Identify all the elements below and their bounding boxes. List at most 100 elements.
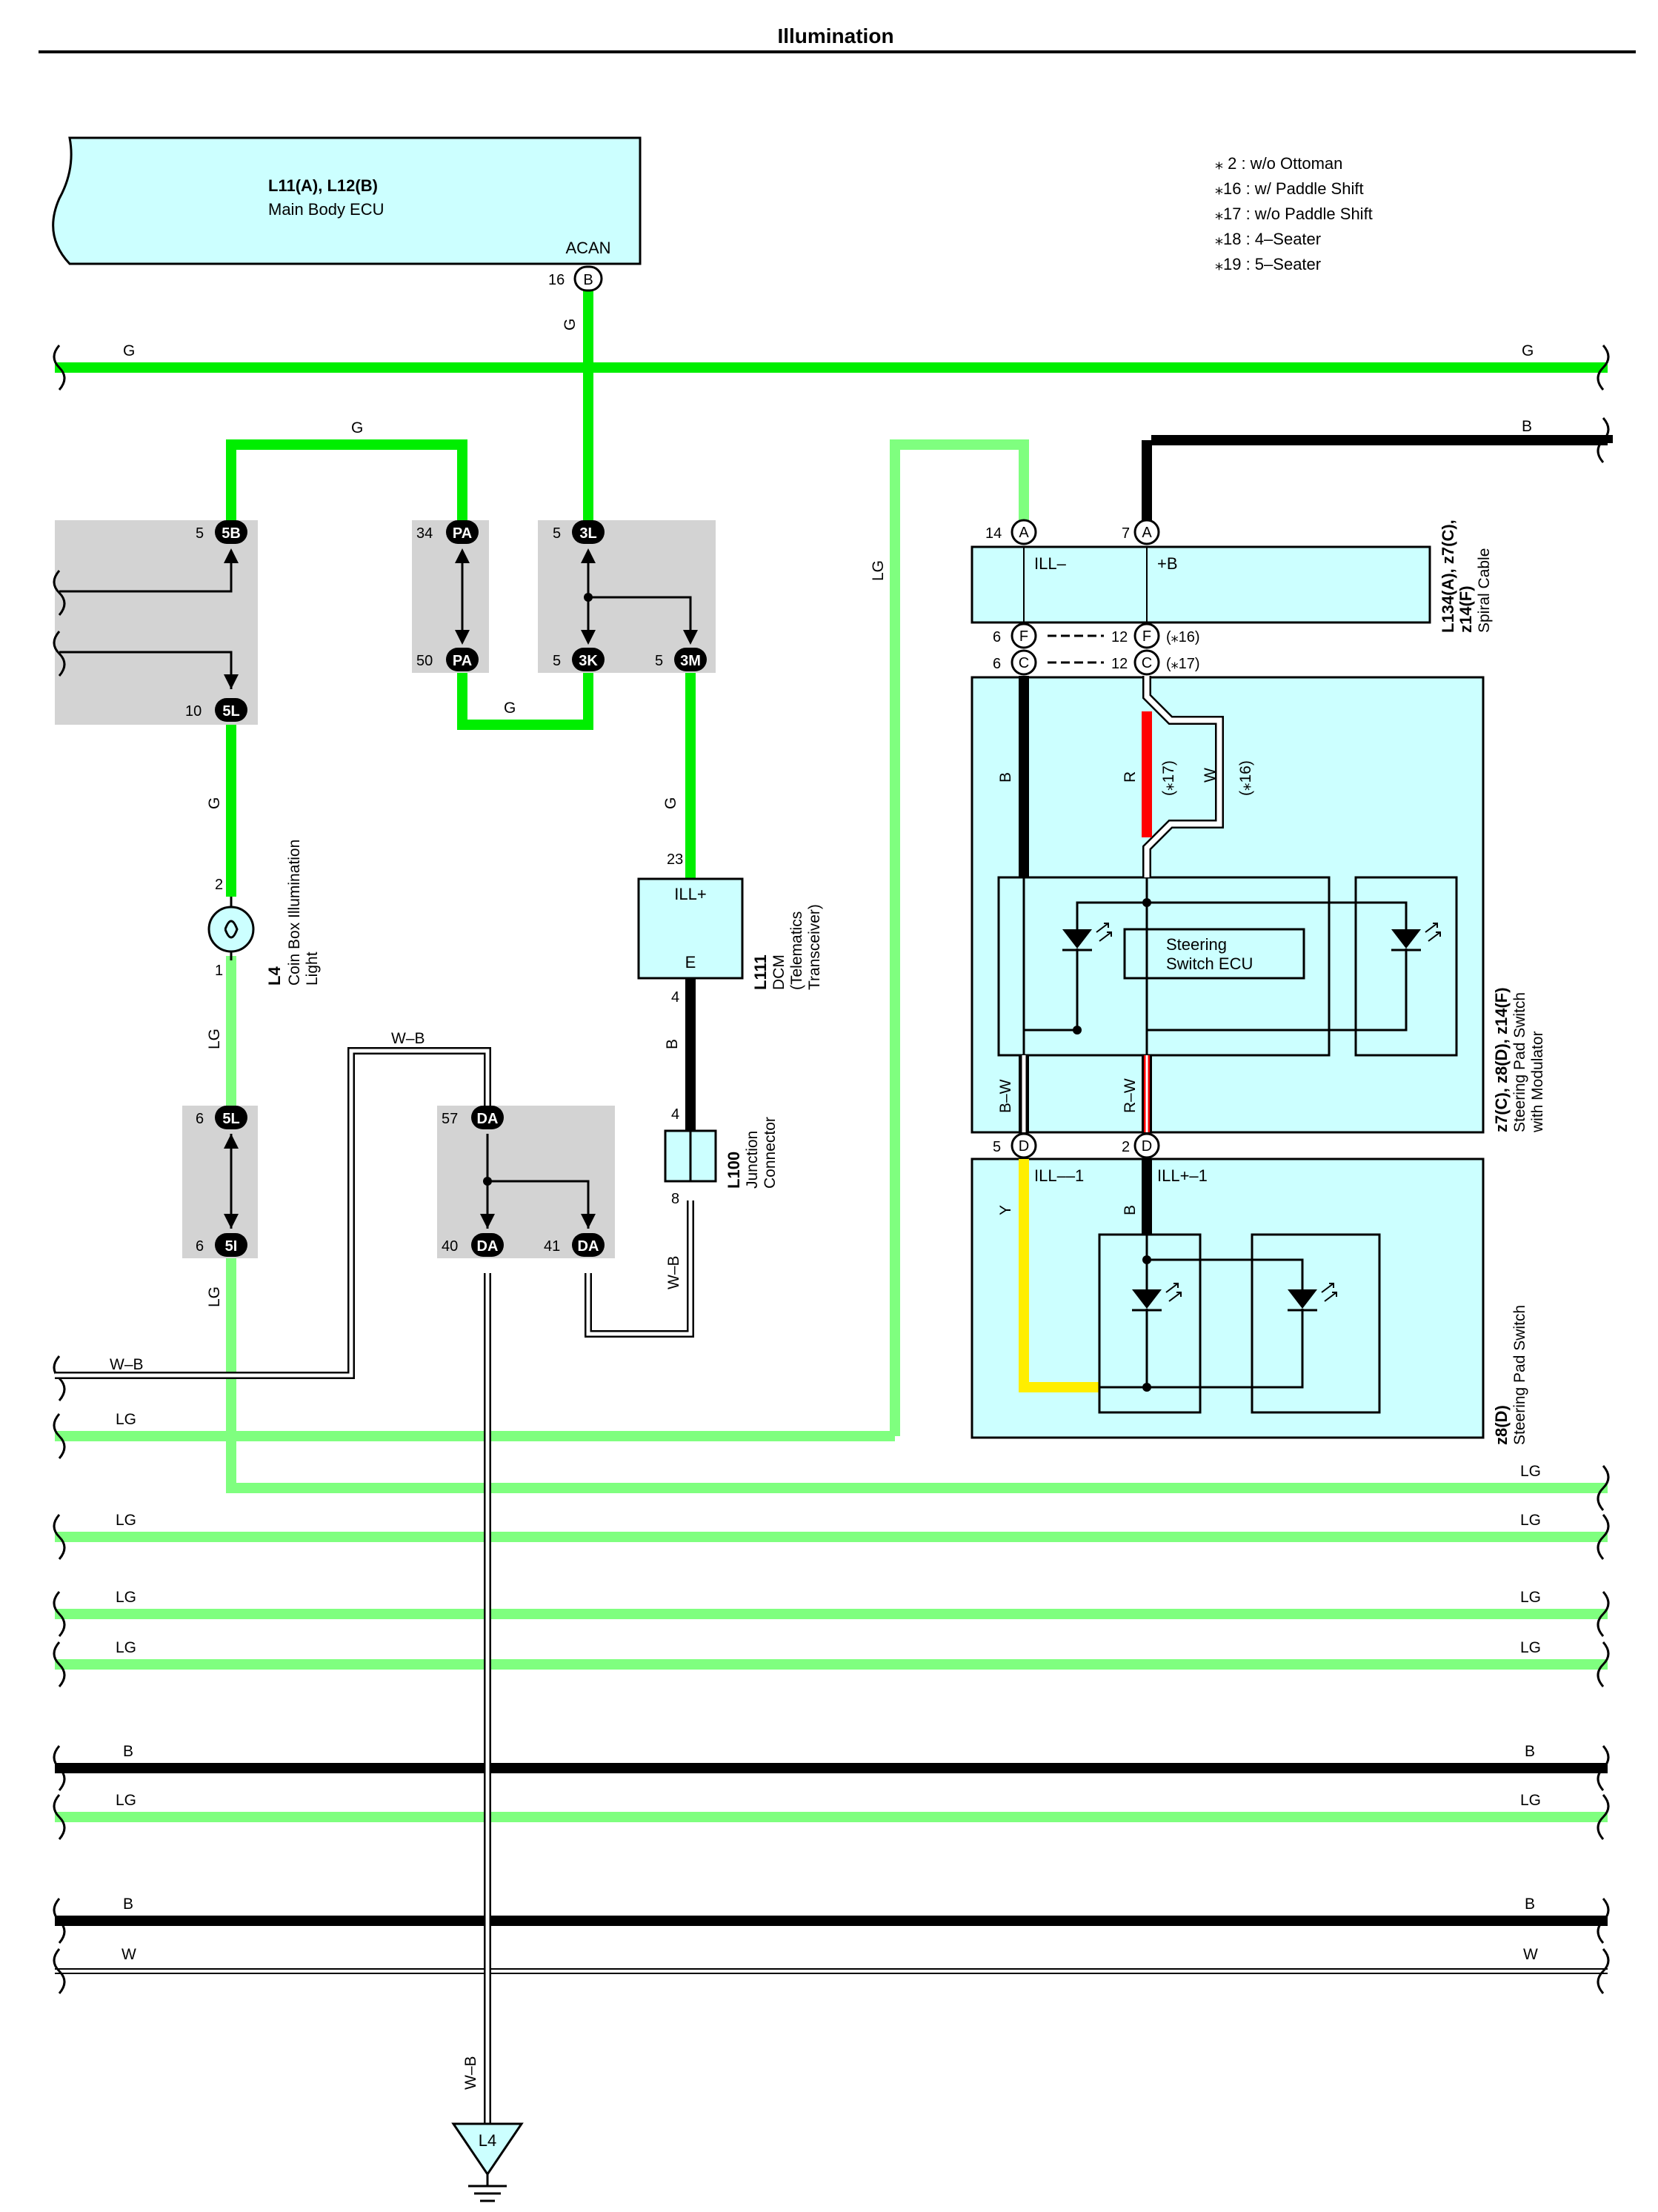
svg-text:ILL––1: ILL––1	[1034, 1166, 1084, 1185]
svg-text:3M: 3M	[680, 653, 701, 669]
svg-text:(⁎17): (⁎17)	[1166, 656, 1200, 672]
svg-text:7: 7	[1122, 525, 1130, 542]
svg-text:W–B: W–B	[110, 1356, 144, 1373]
svg-text:LG: LG	[116, 1512, 136, 1529]
svg-text:Light: Light	[304, 951, 321, 986]
svg-text:G: G	[504, 700, 516, 717]
spiral-cable: ILL– +B L134(A), z7(C), z14(F) Spiral Ca…	[971, 519, 1493, 672]
svg-text:LG: LG	[116, 1639, 136, 1656]
steering-pad-modulator: Steering Switch ECU B R (⁎17) W (⁎16) B–…	[971, 676, 1546, 1155]
svg-text:with Modulator: with Modulator	[1529, 1031, 1546, 1133]
note-19: ⁎19 : 5–Seater	[1215, 255, 1321, 273]
wb-circuit: W–B W–B W–B W–B	[55, 1030, 694, 2134]
svg-text:F: F	[1019, 628, 1028, 645]
lg-circuit-spiral: LG	[870, 439, 1029, 1436]
svg-text:6: 6	[993, 629, 1001, 645]
svg-text:57: 57	[442, 1111, 458, 1127]
svg-text:B: B	[1525, 1743, 1535, 1760]
svg-text:z7(C), z8(D), z14(F): z7(C), z8(D), z14(F)	[1492, 987, 1511, 1132]
svg-text:(Telematics: (Telematics	[788, 911, 805, 990]
svg-text:(⁎16): (⁎16)	[1166, 629, 1200, 645]
svg-text:Steering Pad Switch: Steering Pad Switch	[1511, 992, 1528, 1132]
main-ecu-code: L11(A), L12(B)	[268, 176, 378, 195]
svg-text:5: 5	[993, 1139, 1001, 1155]
svg-text:DCM: DCM	[770, 954, 788, 990]
svg-text:A: A	[1142, 525, 1152, 541]
svg-text:5L: 5L	[222, 703, 239, 720]
badge-c-12: C	[1133, 649, 1160, 676]
svg-text:B: B	[123, 1743, 133, 1760]
svg-text:W–B: W–B	[462, 2056, 479, 2090]
svg-text:z8(D): z8(D)	[1492, 1405, 1511, 1445]
svg-text:Coin Box Illumination: Coin Box Illumination	[286, 840, 303, 986]
svg-text:3L: 3L	[579, 525, 596, 542]
badge-d-5: D	[1011, 1132, 1037, 1159]
main-ecu-name: Main Body ECU	[268, 200, 384, 219]
svg-text:ILL–: ILL–	[1034, 554, 1067, 573]
svg-text:L134(A), z7(C),: L134(A), z7(C),	[1439, 519, 1457, 633]
svg-text:LG: LG	[116, 1589, 136, 1606]
svg-text:B–W: B–W	[997, 1079, 1014, 1113]
svg-text:B: B	[583, 272, 593, 288]
svg-text:C: C	[1019, 655, 1029, 671]
svg-text:G: G	[123, 342, 135, 359]
main-ecu-terminal: ACAN	[565, 239, 610, 257]
badge-5l-bottom: 5L6	[196, 1106, 247, 1129]
svg-text:8: 8	[671, 1191, 679, 1207]
svg-text:14: 14	[985, 525, 1002, 542]
svg-text:W: W	[1202, 768, 1219, 783]
main-body-ecu: L11(A), L12(B) Main Body ECU ACAN	[52, 136, 642, 265]
svg-text:(⁎17): (⁎17)	[1160, 760, 1177, 796]
badge-3l: 3L5	[553, 520, 605, 544]
badge-d-2: D	[1133, 1132, 1160, 1159]
junction-block-left	[55, 520, 258, 725]
svg-text:B: B	[123, 1896, 133, 1913]
badge-c-6: C	[1011, 649, 1037, 676]
note-18: ⁎18 : 4–Seater	[1215, 230, 1321, 248]
svg-text:G: G	[662, 797, 679, 809]
svg-text:5L: 5L	[222, 1111, 239, 1127]
svg-text:Switch ECU: Switch ECU	[1166, 954, 1253, 973]
svg-text:ILL+–1: ILL+–1	[1157, 1166, 1208, 1185]
bus-wires: G G B LG LG LG LG LG LG LG LG B B LG LG …	[55, 342, 1613, 1974]
notes-legend: ⁎ 2 : w/o Ottoman ⁎16 : w/ Paddle Shift …	[1215, 154, 1373, 273]
badge-3k: 3K5	[553, 648, 605, 671]
junction-connector: 8 L100 Junction Connector	[664, 1117, 779, 1207]
svg-text:LG: LG	[116, 1411, 136, 1428]
junction-block-pa	[412, 520, 489, 673]
svg-text:G: G	[1522, 342, 1534, 359]
ground-l4: L4	[451, 2122, 524, 2202]
dcm-telematics: ILL+ E L111 DCM (Telematics Transceiver)…	[637, 851, 823, 1131]
svg-text:ILL+: ILL+	[674, 885, 706, 903]
svg-text:W: W	[121, 1946, 136, 1963]
svg-text:+B: +B	[1157, 554, 1178, 573]
badge-5b: 5B5	[196, 520, 247, 544]
svg-text:LG: LG	[1520, 1589, 1541, 1606]
badge-5i: 5I6	[196, 1233, 247, 1257]
svg-text:50: 50	[416, 653, 433, 669]
svg-text:Spiral Cable: Spiral Cable	[1476, 548, 1493, 633]
svg-text:2: 2	[1122, 1139, 1130, 1155]
svg-text:6: 6	[196, 1238, 204, 1255]
svg-text:R: R	[1122, 771, 1139, 783]
svg-text:B: B	[1122, 1205, 1139, 1215]
svg-text:E: E	[685, 953, 696, 972]
svg-text:LG: LG	[1520, 1639, 1541, 1656]
badge-3m: 3M 5	[655, 648, 707, 671]
svg-text:23: 23	[667, 851, 683, 868]
svg-text:G: G	[351, 419, 363, 436]
svg-text:34: 34	[416, 525, 433, 542]
svg-text:5: 5	[196, 525, 204, 542]
svg-text:41: 41	[544, 1238, 560, 1255]
note-17: ⁎17 : w/o Paddle Shift	[1215, 205, 1373, 223]
svg-text:5: 5	[553, 653, 561, 669]
svg-text:5: 5	[655, 653, 663, 669]
lg-circuit-coin: LG LG	[206, 956, 237, 1493]
svg-text:A: A	[1019, 525, 1029, 541]
svg-text:L4: L4	[479, 2131, 496, 2150]
